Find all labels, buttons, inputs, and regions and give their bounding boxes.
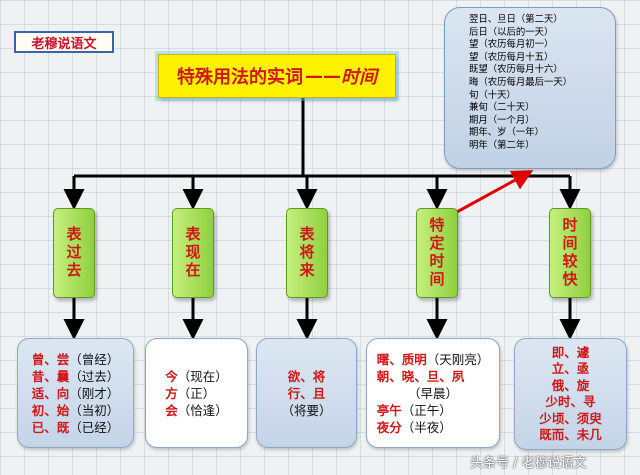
word-row: 会（恰逢） xyxy=(165,402,228,418)
category-label: 表将来 xyxy=(297,226,316,280)
future-words-box: 欲、将 行、且 （将要） xyxy=(256,338,357,448)
watermark: 头条号 / 老穆说语文 xyxy=(470,456,587,471)
category-specific-time: 特定时间 xyxy=(416,208,458,298)
category-quick-time: 时间较快 xyxy=(549,208,591,298)
note-line: 期年、岁（一年） xyxy=(469,127,545,139)
quick-time-words-box: 即、遽 立、亟 俄、旋 少时、寻 少顷、须臾 既而、未几 xyxy=(514,338,627,450)
word-row: 立、亟 xyxy=(551,361,590,376)
note-line: 望（农历每月初一） xyxy=(469,39,554,51)
note-line: 晦（农历每月最后一天） xyxy=(469,76,573,88)
note-line: 期月（一个月） xyxy=(469,114,535,126)
word-row: 欲、将 xyxy=(287,368,326,384)
title-main: 特殊用法的实词 xyxy=(177,67,303,88)
word-row: 曾、尝（曾经） xyxy=(31,351,120,367)
category-label: 表过去 xyxy=(64,226,83,280)
note-line: 望（农历每月十五） xyxy=(469,51,554,63)
word-row: 少时、寻 xyxy=(545,394,596,409)
word-row: 昔、曩（过去） xyxy=(31,368,120,384)
word-row: 夜分（半夜） xyxy=(376,419,452,435)
word-gloss: （将要） xyxy=(281,402,332,418)
word-row: 今（现在） xyxy=(165,368,228,384)
category-label: 时间较快 xyxy=(560,217,579,289)
word-row: 适、向（刚才） xyxy=(31,385,120,401)
note-line: 明年（第二年） xyxy=(469,139,535,151)
past-words-box: 曾、尝（曾经） 昔、曩（过去） 适、向（刚才） 初、始（当初） 已、既（已经） xyxy=(17,338,134,448)
word-row: 已、既（已经） xyxy=(31,419,120,435)
specific-time-note: 翌日、旦日（第二天） 后日（以后的一天） 望（农历每月初一） 望（农历每月十五）… xyxy=(444,7,616,169)
note-line: 后日（以后的一天） xyxy=(469,26,554,38)
note-line: 翌日、旦日（第二天） xyxy=(469,14,563,25)
word-row: 既而、未几 xyxy=(539,427,602,442)
word-row: 方（正） xyxy=(165,385,216,401)
category-past: 表过去 xyxy=(53,208,95,298)
category-present: 表现在 xyxy=(172,208,214,298)
note-line: 旬（十天） xyxy=(469,89,516,101)
word-row: 初、始（当初） xyxy=(31,402,120,418)
brand-label: 老穆说语文 xyxy=(14,31,114,53)
word-row: 俄、旋 xyxy=(551,377,590,393)
word-gloss: （早晨） xyxy=(407,385,458,401)
word-row: 亭午（正午） xyxy=(376,402,452,418)
specific-time-words-box: 曙、质明（天刚亮） 朝、晓、旦、夙 （早晨） 亭午（正午） 夜分（半夜） xyxy=(366,338,500,448)
word-row: 少顷、须臾 xyxy=(539,410,602,426)
title-dash: —— xyxy=(305,65,341,87)
word-row: 行、且 xyxy=(287,385,326,401)
red-arrow-to-note xyxy=(454,170,534,215)
category-future: 表将来 xyxy=(286,208,328,298)
word-row: 即、遽 xyxy=(551,344,590,360)
note-line: 兼旬（二十天） xyxy=(469,102,535,114)
page-title: 特殊用法的实词 —— 时间 xyxy=(158,54,396,98)
title-emphasis: 时间 xyxy=(341,67,377,88)
note-line: 既望（农历每月十六） xyxy=(469,64,563,76)
category-label: 特定时间 xyxy=(427,217,446,289)
category-label: 表现在 xyxy=(183,226,202,280)
word-row: 朝、晓、旦、夙 xyxy=(376,368,465,384)
word-row: 曙、质明（天刚亮） xyxy=(376,351,490,367)
present-words-box: 今（现在） 方（正） 会（恰逢） xyxy=(145,338,248,448)
